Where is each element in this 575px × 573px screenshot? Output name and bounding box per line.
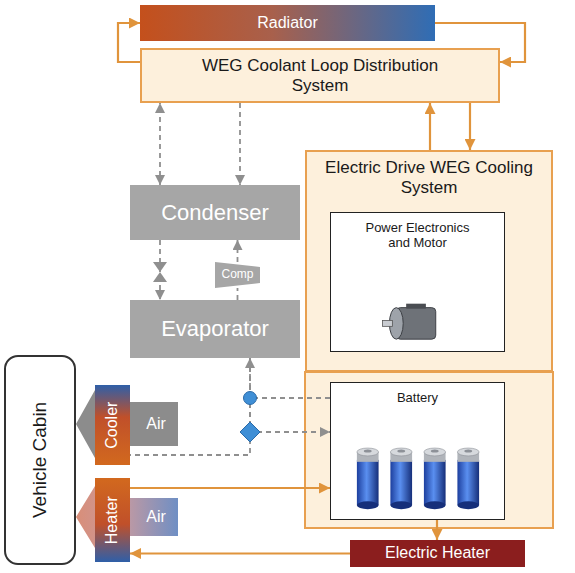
coolant-line — [130, 487, 330, 489]
drive-cooling-frame: Electric Drive WEG Cooling SystemPower E… — [305, 150, 553, 372]
vertical-label: Vehicle Cabin — [29, 402, 51, 518]
coolant-loop-box: WEG Coolant Loop Distribution System — [140, 48, 500, 103]
node-label: Power Electronics and Motor — [361, 221, 474, 251]
heater-bar: Heater — [95, 478, 130, 562]
compressor-shape: Comp — [215, 262, 260, 288]
coolant-line — [436, 520, 438, 540]
node-label: Battery — [397, 391, 438, 406]
node-label: WEG Coolant Loop Distribution System — [182, 56, 458, 95]
coolant-line — [469, 103, 471, 150]
node-label: Condenser — [161, 200, 269, 225]
node-label: Electric Heater — [385, 544, 490, 562]
vehicle-cabin: Vehicle Cabin — [4, 355, 76, 565]
condenser-box: Condenser — [130, 185, 300, 240]
vertical-label: Cooler — [103, 401, 121, 448]
node-label: Electric Drive WEG Cooling System — [321, 158, 537, 197]
vertical-label: Heater — [103, 496, 121, 544]
refrigerant-line — [159, 103, 161, 185]
electric-heater-box: Electric Heater — [350, 540, 525, 567]
refrigerant-line — [239, 103, 241, 185]
evaporator-box: Evaporator — [130, 300, 300, 358]
node-label: Comp — [221, 268, 253, 282]
battery-box: Battery — [330, 382, 505, 520]
radiator-box: Radiator — [140, 5, 435, 41]
cooler-bar: Cooler — [95, 385, 130, 465]
battery-frame — [305, 372, 553, 528]
coolant-line — [130, 552, 350, 554]
expansion-valve — [153, 272, 167, 282]
refrigerant-line — [237, 288, 239, 300]
air-label: Air — [134, 505, 178, 529]
air-label: Air — [134, 412, 178, 436]
refrigerant-line — [237, 240, 239, 262]
node-label: Evaporator — [161, 316, 269, 341]
coolant-line — [118, 23, 140, 62]
node-label: Radiator — [257, 14, 317, 32]
coolant-line — [429, 103, 431, 150]
valve-diamond — [240, 422, 260, 442]
expansion-valve — [153, 262, 167, 272]
refrigerant-line — [130, 358, 250, 455]
power-electronics-box: Power Electronics and Motor — [330, 212, 505, 352]
valve-circle — [244, 392, 257, 405]
